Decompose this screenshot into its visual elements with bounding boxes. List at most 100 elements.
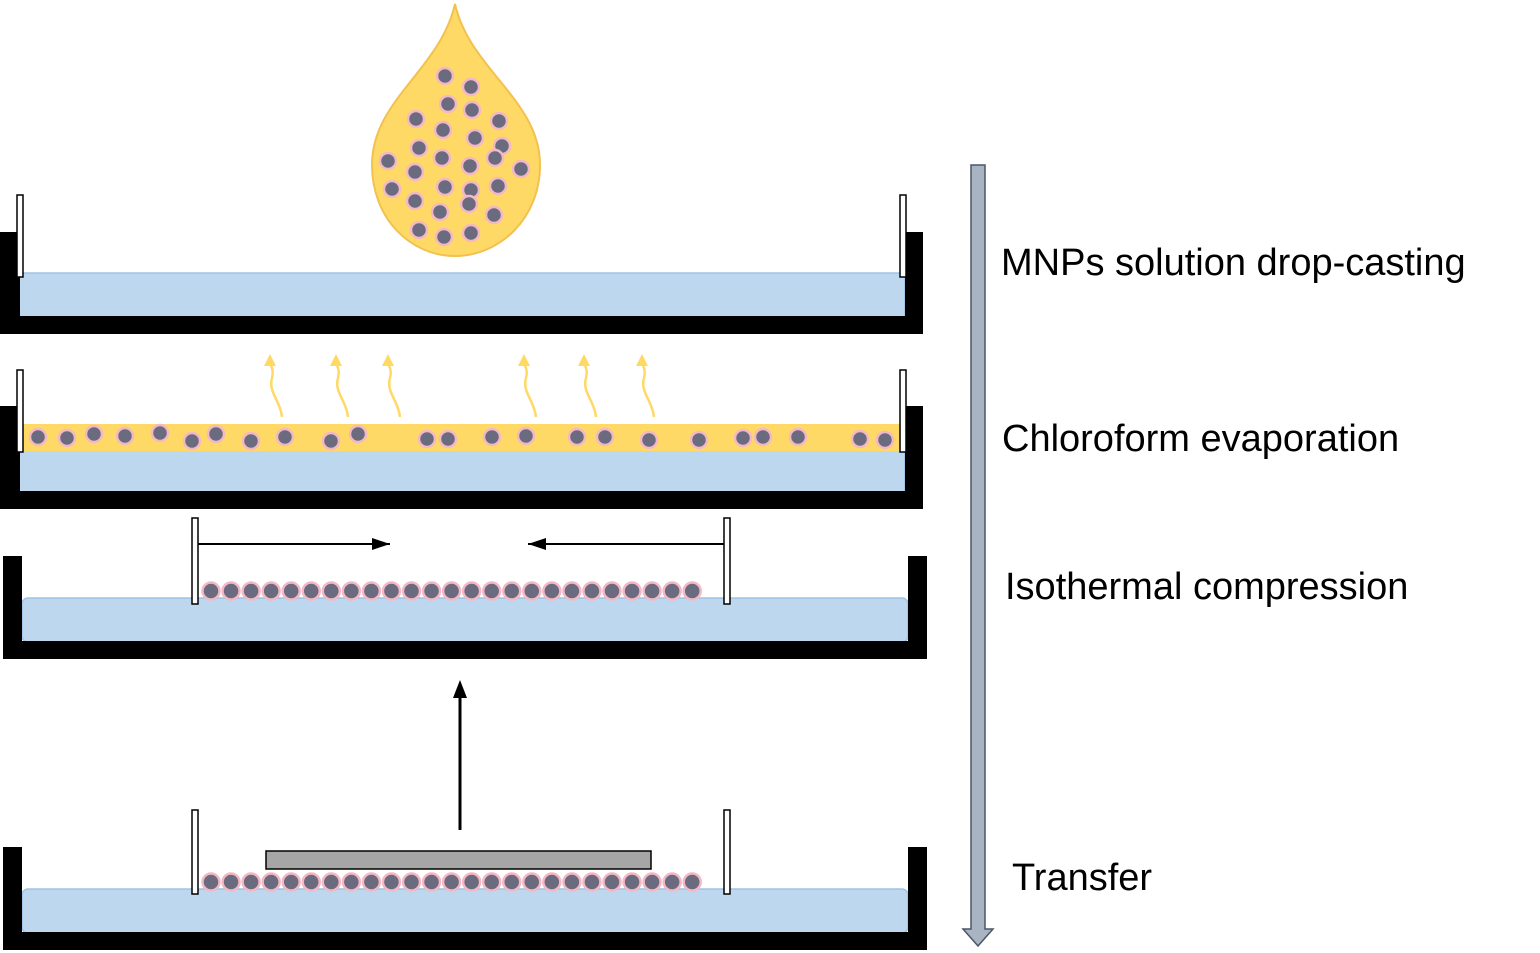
trough-step-1: [0, 194, 923, 334]
trough-wall-4: [3, 847, 927, 950]
nanoparticle: [595, 427, 615, 447]
nanoparticle: [432, 148, 452, 168]
trough-wall-1: [0, 232, 923, 334]
nanoparticle: [489, 111, 509, 131]
nanoparticle: [461, 581, 482, 601]
nanoparticle: [321, 581, 342, 601]
nanoparticle: [689, 430, 709, 450]
nanoparticle: [221, 581, 241, 601]
nanoparticle: [438, 429, 458, 449]
vapor-arrow-icon: [382, 354, 402, 418]
nanoparticle: [361, 872, 382, 892]
nanoparticle: [430, 202, 450, 222]
nanoparticle: [115, 426, 135, 446]
nanoparticle: [401, 581, 422, 601]
barrier-left-2: [16, 369, 24, 453]
nanoparticle: [438, 94, 458, 114]
nanoparticle: [409, 220, 429, 240]
nanoparticle: [582, 581, 602, 601]
nanoparticle: [481, 872, 502, 892]
nanoparticle: [441, 872, 462, 892]
nanoparticle: [275, 427, 295, 447]
trough-step-3: [3, 517, 927, 659]
step-label-compression: Isothermal compression: [1005, 566, 1409, 608]
droplet: [370, 3, 542, 258]
nanoparticle: [733, 428, 753, 448]
vapor-arrow-icon: [636, 354, 656, 418]
barrier-left-3: [191, 517, 199, 605]
nanoparticle: [850, 429, 870, 449]
compression-arrowhead-left: [372, 538, 390, 550]
nanoparticle: [241, 581, 261, 601]
nanoparticle: [542, 872, 562, 892]
substrate: [265, 850, 652, 870]
nanoparticle: [441, 581, 462, 601]
nanoparticle: [421, 581, 442, 601]
nanoparticle: [435, 177, 455, 197]
nanoparticle: [301, 872, 321, 892]
nanoparticle: [642, 872, 662, 892]
nanoparticle: [421, 872, 442, 892]
nanoparticle: [321, 431, 341, 451]
nanoparticle: [201, 581, 221, 601]
up-arrow-icon: [453, 680, 467, 830]
trough-step-2: [0, 354, 923, 509]
nanoparticle: [405, 162, 425, 182]
nanoparticle: [485, 148, 505, 168]
nanoparticle: [662, 581, 682, 601]
nanoparticle: [516, 426, 536, 446]
down-arrow-icon: [961, 164, 995, 948]
nanoparticle: [361, 581, 382, 601]
nanoparticle: [622, 872, 642, 892]
nanoparticle: [381, 581, 402, 601]
barrier-right-2: [899, 369, 907, 453]
vapor-arrow-icon: [518, 354, 538, 418]
nanoparticle: [481, 581, 502, 601]
vapor-arrow-icon: [330, 354, 350, 418]
nanoparticle: [562, 872, 582, 892]
nanoparticle: [502, 872, 522, 892]
nanoparticle: [662, 872, 682, 892]
nanoparticle: [28, 427, 48, 447]
nanoparticle: [150, 423, 170, 443]
nanoparticle: [682, 581, 702, 601]
nanoparticle: [542, 581, 562, 601]
nanoparticle: [341, 872, 362, 892]
nanoparticle: [401, 872, 422, 892]
nanoparticle: [201, 872, 221, 892]
nanoparticle: [406, 109, 426, 129]
nanoparticle: [639, 430, 659, 450]
nanoparticle: [753, 427, 773, 447]
subphase-4: [21, 888, 909, 934]
step-label-transfer: Transfer: [1012, 857, 1153, 899]
vapor-arrow-icon: [578, 354, 598, 418]
nanoparticle: [261, 872, 281, 892]
nanoparticle: [461, 872, 482, 892]
nanoparticle: [321, 872, 342, 892]
nanoparticle: [622, 581, 642, 601]
nanoparticle: [84, 424, 104, 444]
nanoparticle: [417, 429, 437, 449]
nanoparticle: [482, 427, 502, 447]
step-label-evaporation: Chloroform evaporation: [1002, 418, 1400, 460]
trough-step-4: [3, 809, 927, 950]
trough-wall-2: [0, 406, 923, 509]
nanoparticle: [434, 227, 454, 247]
subphase-3: [21, 597, 909, 643]
nanoparticle: [435, 66, 455, 86]
nanoparticle: [182, 431, 202, 451]
nanoparticle: [562, 581, 582, 601]
nanoparticle: [261, 581, 281, 601]
nanoparticle: [341, 581, 362, 601]
nanoparticle: [241, 431, 261, 451]
nanoparticle: [582, 872, 602, 892]
nanoparticle: [57, 428, 77, 448]
nanoparticle: [502, 581, 522, 601]
vapor-arrow-icon: [264, 354, 284, 418]
nanoparticle: [642, 581, 662, 601]
nanoparticle: [567, 427, 587, 447]
nanoparticle: [459, 194, 479, 214]
nanoparticle: [241, 872, 261, 892]
subphase-2: [17, 447, 906, 493]
